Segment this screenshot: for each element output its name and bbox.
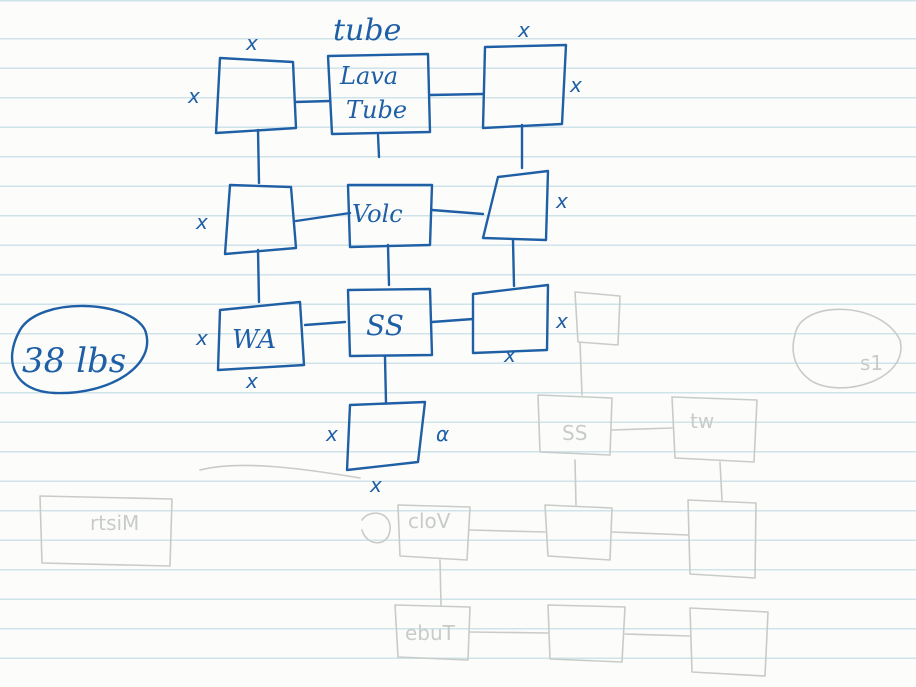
room-mid-left — [223, 183, 298, 256]
connector-lc-bottom — [383, 355, 388, 405]
room-label-volc: Volc — [352, 200, 403, 228]
connector-tc-tr — [428, 92, 485, 97]
room-low-right — [471, 283, 550, 355]
room-label-lava: Lava — [339, 62, 398, 90]
header-note: tube — [333, 13, 401, 48]
bleed-text-circle: s1 — [860, 351, 883, 375]
x-mark: x — [517, 18, 530, 42]
room-mid-right — [481, 169, 550, 242]
room-label-ss: SS — [366, 309, 404, 342]
blocked-markers: x x x x x x x x x x x x α — [187, 18, 582, 497]
connector-ll-lc — [303, 320, 347, 327]
note-circle — [10, 304, 149, 395]
x-mark: x — [187, 84, 200, 108]
room-bottom — [345, 400, 427, 472]
bleed-text-volc: cloV — [408, 509, 451, 533]
connector-ml-mc — [294, 211, 352, 223]
bleed-text-tube: ebuT — [405, 621, 456, 645]
room-volc — [346, 183, 434, 249]
bleed-text-ss: SS — [562, 421, 587, 445]
connector-mr-lr — [511, 238, 516, 288]
x-mark: x — [555, 189, 568, 213]
room-wa — [216, 300, 306, 372]
x-mark: x — [245, 31, 258, 55]
x-mark: x — [569, 73, 582, 97]
connector-lc-lr — [430, 317, 475, 324]
x-mark: x — [369, 473, 382, 497]
room-boxes — [214, 43, 568, 472]
connector-tl-tc — [293, 99, 332, 104]
x-mark: x — [195, 210, 208, 234]
room-label-wa: WA — [232, 325, 276, 355]
x-mark: x — [245, 369, 258, 393]
room-lava-tube — [326, 52, 432, 136]
room-top-left — [214, 56, 298, 135]
bleed-text-wt: tw — [690, 409, 714, 433]
bleed-text-side: rtsiM — [90, 511, 139, 535]
connector-tl-ml — [256, 128, 261, 185]
room-label-tube: Tube — [346, 96, 407, 124]
x-mark: x — [555, 309, 568, 333]
connector-mc-lc — [386, 243, 391, 287]
connectors — [256, 92, 524, 405]
alpha-mark: α — [436, 422, 449, 446]
x-mark: x — [503, 343, 516, 367]
bleed-through-sketch: SS tw cloV ebuT rtsiM s1 — [39, 291, 902, 677]
side-note-text: 38 lbs — [22, 341, 126, 381]
x-mark: x — [325, 422, 338, 446]
room-top-right — [481, 43, 568, 130]
connector-tc-mc — [376, 133, 381, 159]
connector-mc-mr — [430, 208, 485, 216]
circled-note: 38 lbs — [10, 304, 149, 395]
connector-ml-ll — [256, 248, 261, 304]
x-mark: x — [195, 326, 208, 350]
room-ss — [346, 287, 434, 358]
labels: tube Lava Tube Volc WA SS — [232, 13, 407, 355]
